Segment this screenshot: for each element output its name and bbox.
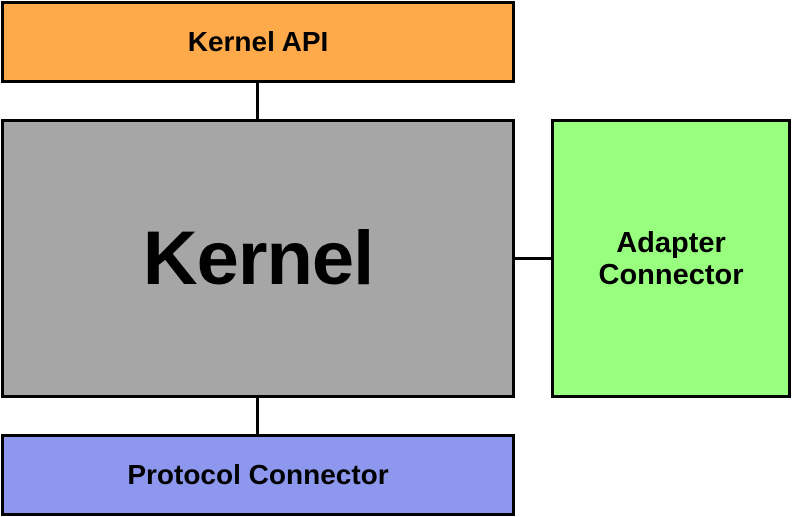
adapter-connector-label-line1: Adapter [616, 226, 726, 259]
kernel-api-label: Kernel API [187, 26, 329, 57]
protocol-connector-label: Protocol Connector [127, 459, 389, 490]
adapter-connector-box: Adapter Connector [551, 119, 791, 398]
connector-line-api-kernel [256, 82, 259, 120]
kernel-box: Kernel [1, 119, 515, 398]
connector-line-kernel-protocol [256, 397, 259, 435]
protocol-connector-box: Protocol Connector [1, 434, 515, 516]
connector-line-kernel-adapter [514, 257, 552, 260]
kernel-label: Kernel [142, 216, 375, 301]
adapter-connector-label-line2: Connector [598, 258, 744, 291]
kernel-api-box: Kernel API [1, 1, 515, 83]
